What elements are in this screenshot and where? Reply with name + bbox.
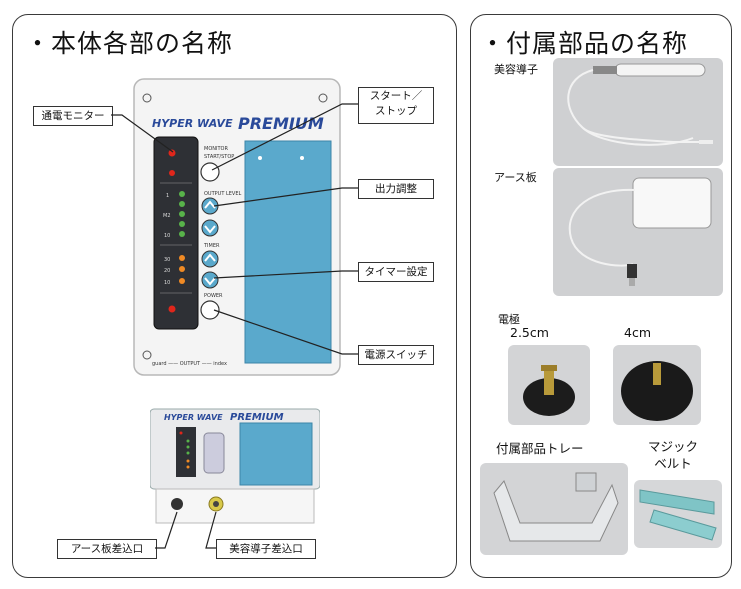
output-level-label: OUTPUT LEVEL [204, 191, 241, 197]
callout-power: 電源スイッチ [358, 345, 434, 365]
svg-text:M2: M2 [163, 213, 171, 219]
device-bottom-photo: HYPER WAVE PREMIUM [150, 408, 320, 524]
main-unit-title: ・本体各部の名称 [25, 29, 234, 58]
brand-hyper-wave: HYPER WAVE [152, 117, 233, 130]
electrode-small-photo [508, 345, 590, 425]
callout-start-stop: スタート／ ストップ [358, 87, 434, 124]
output-bottom-label: guard —— OUTPUT —— index [152, 361, 227, 367]
output-down-button[interactable] [201, 219, 219, 237]
earth-plate-label: アース板 [494, 171, 537, 184]
callout-probe-port: 美容導子差込口 [216, 539, 316, 559]
power-label: POWER [204, 293, 223, 299]
electrode-small-size: 2.5cm [510, 325, 549, 340]
start-stop-label: START/STOP [204, 154, 234, 160]
electrode-large-photo [613, 345, 701, 425]
monitor-label: MONITOR [204, 146, 228, 152]
probe-label: 美容導子 [494, 63, 538, 76]
probe-photo [553, 58, 723, 166]
callout-output: 出力調整 [358, 179, 434, 199]
earth-plate-photo [553, 168, 723, 296]
timer-down-button[interactable] [201, 271, 219, 289]
svg-text:HYPER WAVE: HYPER WAVE [164, 413, 223, 422]
timer-label: TIMER [203, 243, 220, 249]
start-stop-button[interactable] [200, 162, 220, 182]
tray-photo [480, 463, 628, 555]
svg-text:10: 10 [164, 233, 170, 239]
svg-text:20: 20 [164, 268, 170, 274]
tray-label: 付属部品トレー [496, 441, 584, 456]
power-button[interactable] [200, 300, 220, 320]
svg-text:PREMIUM: PREMIUM [230, 412, 284, 423]
callout-monitor: 通電モニター [33, 106, 113, 126]
device-front-illustration: HYPER WAVE PREMIUM 1 M2 10 30 20 10 MONI… [133, 78, 341, 376]
callout-earth-port: アース板差込口 [57, 539, 157, 559]
electrode-label: 電極 [498, 313, 520, 326]
belt-label: マジック ベルト [648, 439, 699, 471]
accessories-title: ・付属部品の名称 [480, 29, 689, 58]
callout-timer: タイマー設定 [358, 262, 434, 282]
earth-plate-port [171, 498, 183, 510]
brand-premium: PREMIUM [238, 114, 324, 133]
svg-text:1: 1 [166, 193, 169, 199]
belt-photo [634, 480, 722, 548]
monitor-led [168, 149, 176, 157]
svg-text:10: 10 [164, 280, 170, 286]
timer-up-button[interactable] [201, 250, 219, 268]
svg-text:30: 30 [164, 257, 170, 263]
electrode-large-size: 4cm [624, 325, 652, 340]
